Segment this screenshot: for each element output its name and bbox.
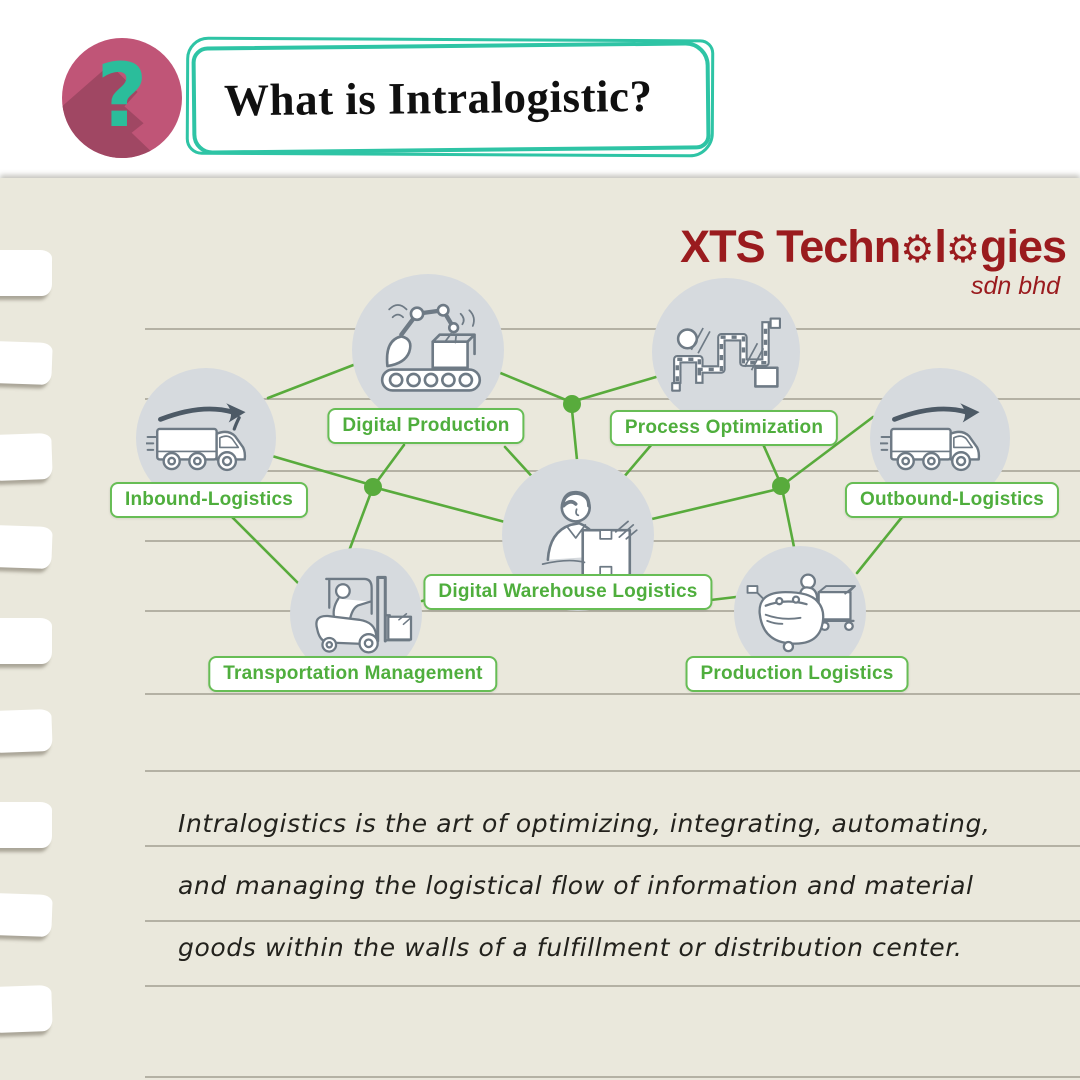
process-path-icon xyxy=(671,317,782,393)
ruled-line xyxy=(145,693,1080,695)
truck-icon xyxy=(145,403,246,471)
torn-hole xyxy=(0,618,52,664)
agv-tug-icon xyxy=(746,573,857,653)
ruled-line xyxy=(145,328,1080,330)
worker-with-box-icon xyxy=(541,490,638,579)
label-production-logistics: Production Logistics xyxy=(685,656,909,692)
description-line: goods within the walls of a fulfillment … xyxy=(178,933,963,962)
company-logo: XTS Techn⚙l⚙gies sdn bhd xyxy=(680,221,1067,301)
torn-hole xyxy=(0,984,53,1034)
label-outbound-logistics: Outbound-Logistics xyxy=(844,482,1060,518)
label-inbound-logistics: Inbound-Logistics xyxy=(109,482,309,518)
forklift-icon xyxy=(315,576,413,654)
gear-icon: ⚙ xyxy=(900,227,935,271)
gear-icon: ⚙ xyxy=(945,227,980,271)
ruled-line xyxy=(145,985,1080,987)
torn-hole xyxy=(0,802,52,848)
torn-hole xyxy=(0,432,53,482)
torn-hole xyxy=(0,524,53,570)
ruled-line xyxy=(145,770,1080,772)
logo-text: XTS Techn⚙l⚙gies xyxy=(680,221,1067,272)
torn-hole xyxy=(0,892,53,938)
label-digital-warehouse-logistics: Digital Warehouse Logistics xyxy=(423,574,713,610)
title-box: What is Intralogistic? xyxy=(191,41,711,155)
node-digital-production xyxy=(352,274,504,426)
question-icon: ? xyxy=(62,38,182,158)
torn-hole xyxy=(0,340,53,386)
ruled-line xyxy=(145,1076,1080,1078)
description-line: Intralogistics is the art of optimizing,… xyxy=(178,809,991,838)
ruled-line xyxy=(145,610,1080,612)
description: Intralogistics is the art of optimizing,… xyxy=(178,793,1038,979)
description-line: and managing the logistical flow of info… xyxy=(178,871,974,900)
label-digital-production: Digital Production xyxy=(327,408,525,444)
logo-part: l xyxy=(934,221,946,272)
truck-icon xyxy=(879,403,980,471)
ruled-line xyxy=(145,920,1080,922)
question-mark-glyph: ? xyxy=(96,43,148,147)
logo-subtitle: sdn bhd xyxy=(971,271,1060,300)
page-title: What is Intralogistic? xyxy=(223,70,653,126)
label-process-optimization: Process Optimization xyxy=(609,410,839,446)
logo-part: gies xyxy=(979,221,1067,272)
robot-arm-conveyor-icon xyxy=(380,303,481,392)
logo-part: XTS Techn xyxy=(680,221,901,272)
torn-hole xyxy=(0,250,52,296)
node-process-optimization xyxy=(652,278,800,426)
label-transportation-management: Transportation Management xyxy=(208,656,498,692)
ruled-line xyxy=(145,845,1080,847)
torn-hole xyxy=(0,708,53,754)
